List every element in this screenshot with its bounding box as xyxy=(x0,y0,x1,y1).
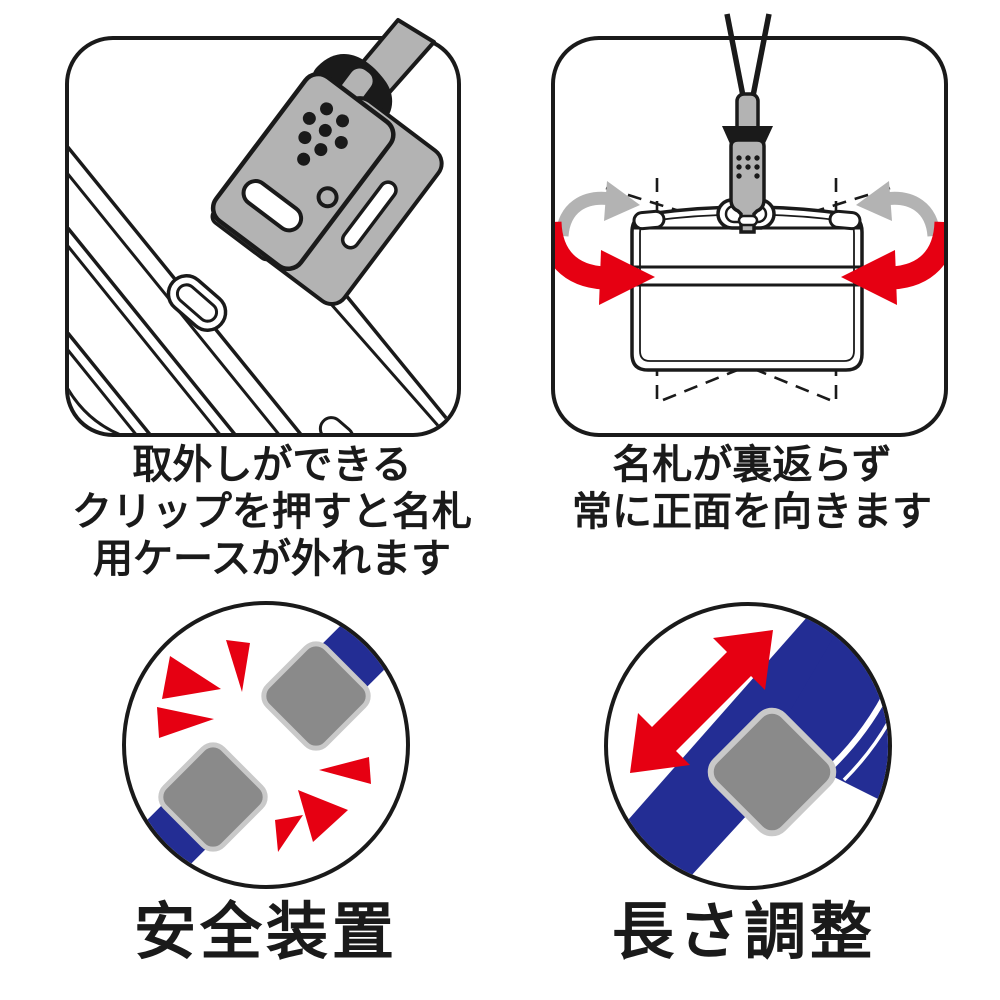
clip-grip-dots xyxy=(297,102,350,166)
removal-caption-line-2: クリップを押すと名札 xyxy=(72,489,472,535)
safety-breakaway-illustration xyxy=(122,601,410,889)
clip-pivot xyxy=(316,186,339,209)
circle-border xyxy=(122,601,410,889)
rotation-arrow-right-gray xyxy=(856,181,941,237)
burst-marks-icon xyxy=(157,640,371,852)
rotation-caption-line-2: 常に正面を向きます xyxy=(572,489,932,535)
clip-removal-illustration xyxy=(65,18,461,437)
length-adjuster-illustration xyxy=(604,602,892,890)
badge-corner-slot-right xyxy=(828,209,862,231)
rotation-caption-line-1: 名札が裏返らず xyxy=(612,442,892,488)
length-adjust-label: 長さ調整 xyxy=(611,895,876,968)
rotation-caption: 名札が裏返らず 常に正面を向きます xyxy=(552,442,952,536)
clip-grip-dots xyxy=(736,155,760,179)
safety-device-label: 安全装置 xyxy=(133,895,398,968)
breakaway-buckle-top xyxy=(261,641,371,751)
rotation-arrow-left-gray xyxy=(555,181,640,237)
clip-neck-slot xyxy=(737,214,759,227)
length-adjuster-bead xyxy=(707,707,837,837)
badge-clip xyxy=(210,64,444,307)
breakaway-buckle-bottom xyxy=(158,742,268,852)
clip-back-slot xyxy=(340,180,398,250)
clip-front-slot xyxy=(241,179,304,233)
badge-corner-slot-left xyxy=(632,209,666,231)
badge-case-outline xyxy=(69,144,457,433)
removal-caption-line-3: 用ケースが外れます xyxy=(93,536,451,582)
removal-caption: 取外しができる クリップを押すと名札 用ケースが外れます xyxy=(72,442,472,583)
removal-caption-line-1: 取外しができる xyxy=(132,442,412,488)
case-slot-partial xyxy=(318,416,355,433)
double-arrow-icon xyxy=(630,630,773,773)
rotation-arrow-left-red xyxy=(555,221,655,305)
badge-rotation-illustration xyxy=(551,13,948,437)
rotation-arrow-right-red xyxy=(841,221,944,305)
case-slot xyxy=(166,274,228,332)
badge-clip-front xyxy=(729,138,766,234)
